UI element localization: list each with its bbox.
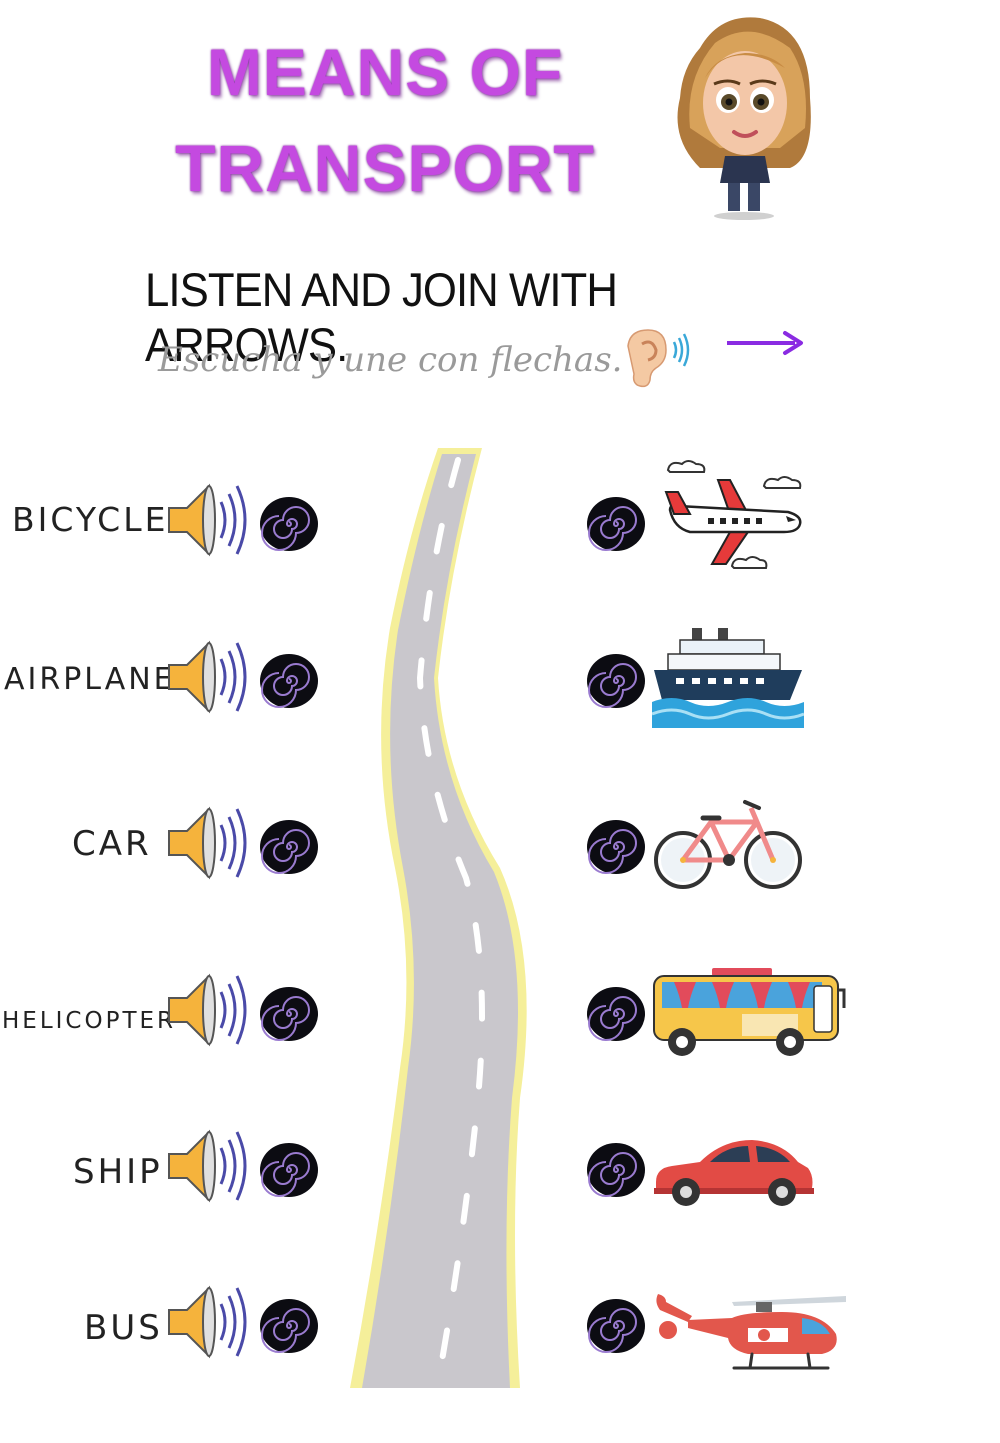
connector-dot-right[interactable]	[586, 1140, 646, 1200]
page-title-line2: TRANSPORT	[175, 131, 595, 205]
arrow-right-icon	[727, 331, 803, 355]
helicopter-icon	[656, 1294, 846, 1370]
instruction-text: LISTEN AND JOIN WITH ARROWS.	[145, 263, 618, 371]
connector-dot-left[interactable]	[259, 1140, 319, 1200]
word-ship: SHIP	[73, 1152, 163, 1192]
word-bus: BUS	[84, 1308, 163, 1348]
connector-dot-left[interactable]	[259, 817, 319, 877]
connector-dot-left[interactable]	[259, 494, 319, 554]
connector-dot-left[interactable]	[259, 1296, 319, 1356]
word-bicycle: BICYCLE	[12, 500, 169, 539]
instruction-spanish: Escucha y une con flechas.	[158, 340, 623, 380]
speaker-icon-airplane[interactable]	[165, 637, 255, 717]
speaker-icon-car[interactable]	[165, 803, 255, 883]
word-helicopter: HELICOPTER	[2, 1008, 177, 1034]
word-airplane: AIRPLANE	[4, 662, 176, 697]
speaker-icon-bus[interactable]	[165, 1282, 255, 1362]
airplane-icon	[664, 460, 802, 569]
connector-dot-right[interactable]	[586, 984, 646, 1044]
connector-dot-right[interactable]	[586, 817, 646, 877]
bicycle-icon	[654, 800, 802, 889]
word-car: CAR	[72, 824, 152, 864]
teacher-avatar	[677, 17, 811, 220]
winding-road	[350, 448, 527, 1388]
bus-icon	[653, 968, 846, 1056]
page-title-line1: MEANS OF	[206, 35, 564, 109]
speaker-icon-bicycle[interactable]	[165, 480, 255, 560]
connector-dot-right[interactable]	[586, 651, 646, 711]
speaker-icon-ship[interactable]	[165, 1126, 255, 1206]
connector-dot-right[interactable]	[586, 494, 646, 554]
car-icon	[654, 1140, 814, 1206]
connector-dot-left[interactable]	[259, 984, 319, 1044]
ear-icon	[627, 329, 690, 388]
ship-icon	[652, 628, 804, 728]
connector-dot-left[interactable]	[259, 651, 319, 711]
speaker-icon-helicopter[interactable]	[165, 970, 255, 1050]
connector-dot-right[interactable]	[586, 1296, 646, 1356]
